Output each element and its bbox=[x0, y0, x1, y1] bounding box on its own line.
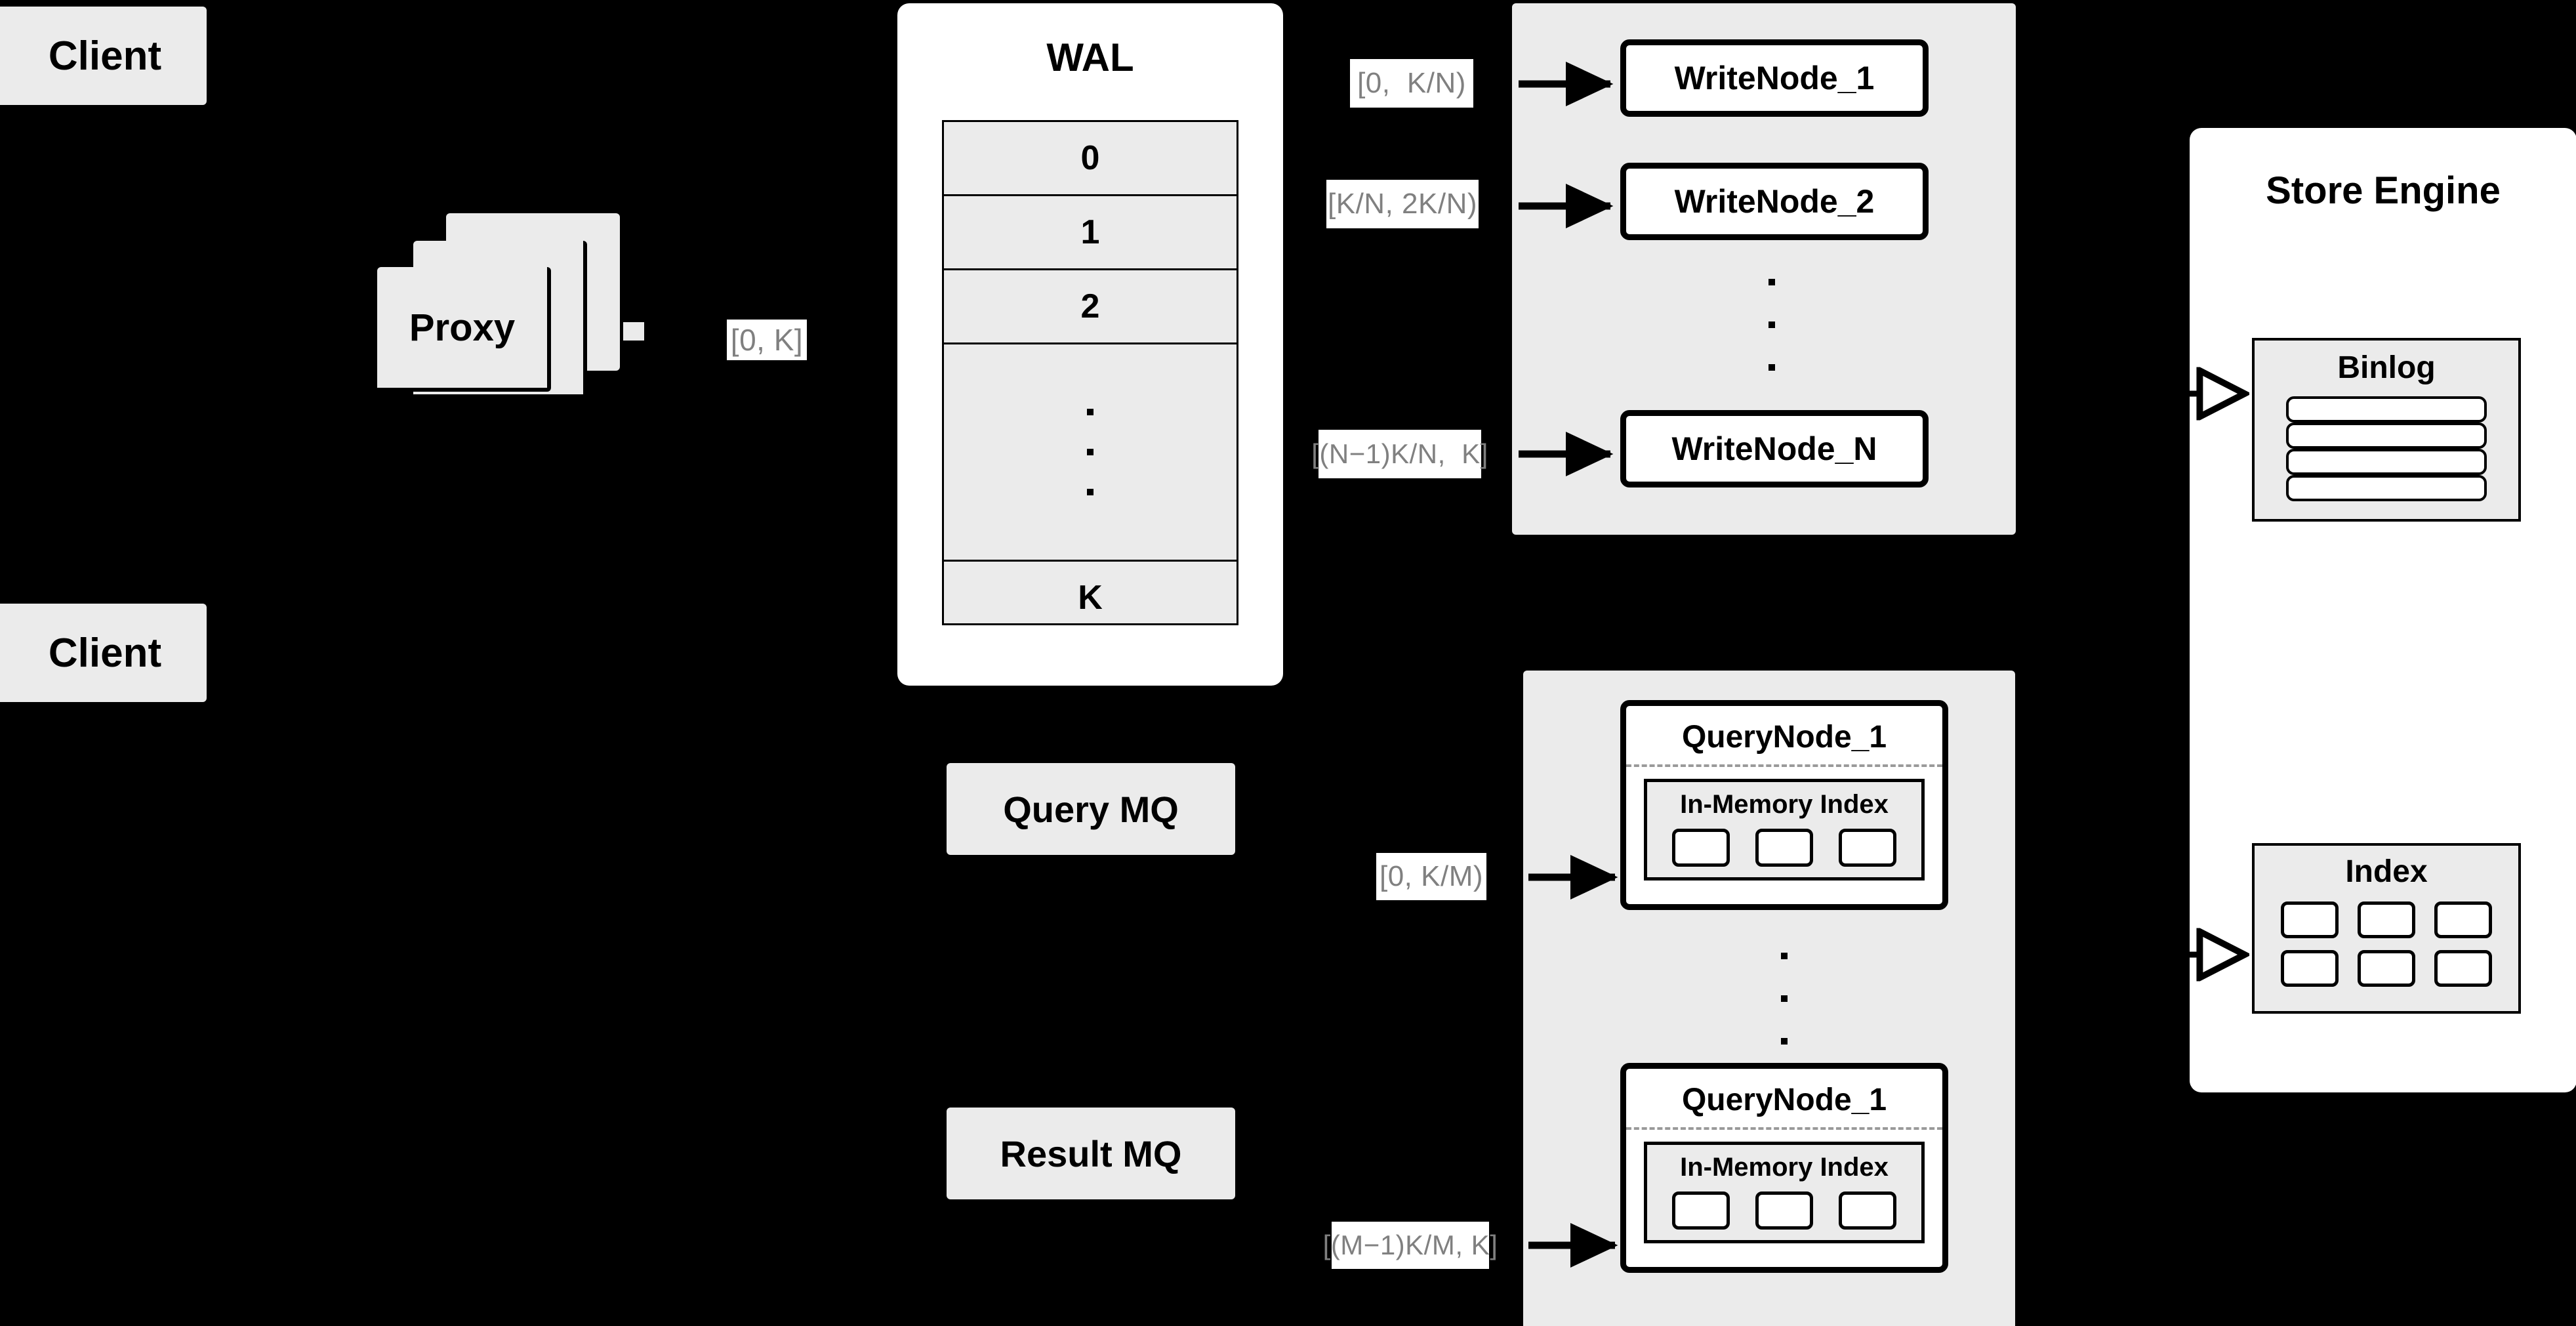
index-title: Index bbox=[2345, 854, 2428, 889]
client-label: Client bbox=[48, 33, 162, 79]
wal-table: 0 1 2 K bbox=[942, 120, 1238, 625]
range-label-text: [(M−1)K/M, K] bbox=[1322, 1230, 1498, 1260]
index-cell bbox=[2434, 901, 2492, 938]
binlog-bar bbox=[2286, 449, 2487, 475]
client-box-1[interactable]: Client bbox=[0, 7, 207, 105]
in-memory-index-cells bbox=[1647, 1191, 1922, 1230]
client-box-2[interactable]: Client bbox=[0, 604, 207, 702]
binlog-bar bbox=[2286, 396, 2487, 423]
client-label: Client bbox=[48, 630, 162, 676]
index-panel: Index bbox=[2252, 843, 2521, 1014]
query-mq-label: Query MQ bbox=[1003, 788, 1179, 830]
range-label-text: [(N−1)K/N, K] bbox=[1311, 438, 1488, 469]
query-node-group: QueryNode_1 In-Memory Index QueryNode_1 … bbox=[1523, 671, 2015, 1326]
result-mq-label: Result MQ bbox=[1000, 1132, 1182, 1174]
index-cell bbox=[1755, 1191, 1813, 1230]
write-node-label: WriteNode_2 bbox=[1674, 183, 1875, 220]
store-engine-panel: Store Engine Binlog Index bbox=[2190, 128, 2576, 1092]
proxy-connector-stub bbox=[623, 322, 644, 341]
binlog-title: Binlog bbox=[2337, 350, 2436, 385]
index-grid bbox=[2255, 890, 2518, 987]
range-label-query-node-1: [0, K/M) bbox=[1376, 853, 1486, 900]
wal-row-label: 1 bbox=[1080, 213, 1100, 251]
range-label-text: [K/N, 2K/N) bbox=[1328, 188, 1477, 220]
index-cell bbox=[2434, 950, 2492, 987]
write-node-group: WriteNode_1 WriteNode_2 WriteNode_N bbox=[1512, 3, 2016, 535]
index-cell bbox=[2358, 950, 2415, 987]
in-memory-index-panel: In-Memory Index bbox=[1643, 1142, 1925, 1243]
index-grid-row bbox=[2281, 901, 2492, 938]
query-node-2[interactable]: QueryNode_1 In-Memory Index bbox=[1620, 1063, 1948, 1273]
write-node-label: WriteNode_N bbox=[1671, 430, 1877, 467]
wal-title: WAL bbox=[1046, 35, 1134, 79]
wal-panel: WAL 0 1 2 K bbox=[897, 3, 1283, 686]
range-label-text: [0, K/N) bbox=[1357, 67, 1466, 99]
proxy-card-front[interactable]: Proxy bbox=[377, 267, 551, 392]
query-node-divider bbox=[1626, 764, 1942, 767]
wal-row-ellipsis bbox=[944, 344, 1237, 562]
in-memory-index-title: In-Memory Index bbox=[1680, 790, 1889, 819]
wal-row: 1 bbox=[944, 196, 1237, 270]
range-label-proxy: [0, K] bbox=[727, 320, 807, 360]
range-label-write-node-2: [K/N, 2K/N) bbox=[1326, 180, 1479, 228]
vertical-ellipsis-icon bbox=[1087, 409, 1094, 495]
range-label-text: [0, K] bbox=[730, 323, 804, 357]
query-mq-box[interactable]: Query MQ bbox=[947, 763, 1235, 855]
range-label-write-node-1: [0, K/N) bbox=[1350, 59, 1473, 108]
range-label-write-node-n: [(N−1)K/N, K] bbox=[1311, 430, 1488, 478]
in-memory-index-title: In-Memory Index bbox=[1680, 1153, 1889, 1182]
write-node-ellipsis-icon bbox=[1767, 279, 1776, 371]
query-node-divider bbox=[1626, 1127, 1942, 1130]
in-memory-index-panel: In-Memory Index bbox=[1643, 779, 1925, 881]
wal-row: 2 bbox=[944, 270, 1237, 344]
proxy-stack[interactable]: Proxy bbox=[377, 213, 653, 430]
proxy-label: Proxy bbox=[409, 306, 516, 349]
index-cell bbox=[1838, 829, 1896, 867]
index-grid-row bbox=[2281, 950, 2492, 987]
binlog-panel: Binlog bbox=[2252, 338, 2521, 522]
store-engine-title-wrapper: Store Engine bbox=[2190, 169, 2576, 213]
query-node-label: QueryNode_1 bbox=[1681, 1083, 1887, 1117]
binlog-bar bbox=[2286, 475, 2487, 501]
query-node-1[interactable]: QueryNode_1 In-Memory Index bbox=[1620, 700, 1948, 910]
binlog-bars bbox=[2255, 386, 2518, 501]
wal-row-label: K bbox=[1078, 579, 1103, 617]
binlog-bar bbox=[2286, 423, 2487, 449]
index-cell bbox=[1838, 1191, 1896, 1230]
range-label-query-node-2: [(M−1)K/M, K] bbox=[1323, 1222, 1498, 1269]
wal-row: 0 bbox=[944, 122, 1237, 196]
index-cell bbox=[2281, 950, 2339, 987]
wal-row-label: 2 bbox=[1080, 287, 1100, 325]
index-cell bbox=[1672, 829, 1730, 867]
wal-row-label: 0 bbox=[1080, 139, 1100, 177]
write-node-label: WriteNode_1 bbox=[1674, 60, 1875, 96]
in-memory-index-cells bbox=[1647, 829, 1922, 867]
wal-row: K bbox=[944, 562, 1237, 634]
query-node-label: QueryNode_1 bbox=[1681, 720, 1887, 755]
write-node-2[interactable]: WriteNode_2 bbox=[1620, 163, 1929, 240]
store-engine-title: Store Engine bbox=[2266, 169, 2501, 212]
index-cell bbox=[1672, 1191, 1730, 1230]
index-cell bbox=[1755, 829, 1813, 867]
write-node-1[interactable]: WriteNode_1 bbox=[1620, 39, 1929, 117]
index-cell bbox=[2281, 901, 2339, 938]
query-node-ellipsis-icon bbox=[1780, 953, 1789, 1045]
wal-title-wrapper: WAL bbox=[897, 35, 1283, 80]
write-node-n[interactable]: WriteNode_N bbox=[1620, 410, 1929, 487]
result-mq-box[interactable]: Result MQ bbox=[947, 1108, 1235, 1199]
index-cell bbox=[2358, 901, 2415, 938]
range-label-text: [0, K/M) bbox=[1379, 860, 1484, 892]
